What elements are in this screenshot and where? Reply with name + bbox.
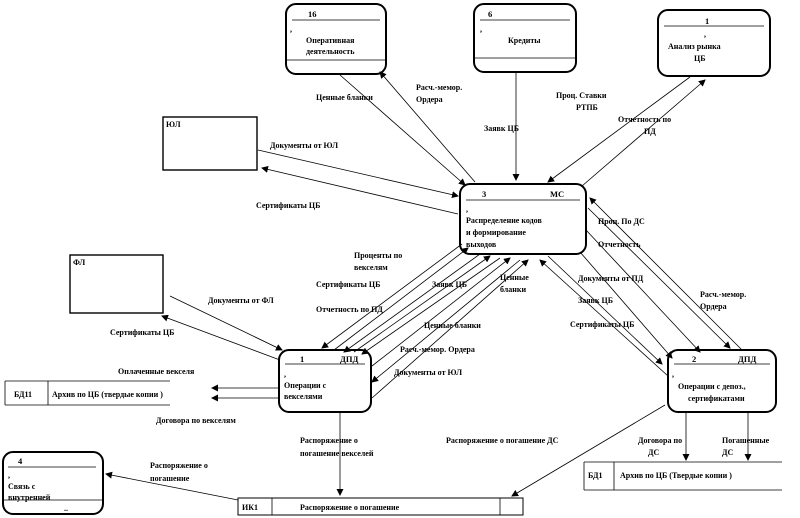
process-internal-link[interactable]: 4 , Связь с внутренней ..	[2, 451, 104, 515]
process-label-line: сертификатами	[688, 394, 745, 403]
flow-lines	[105, 71, 752, 501]
flow-label: Документы от ФЛ	[208, 296, 274, 305]
process-label-line: Кредиты	[508, 36, 541, 45]
flow-label: бланки	[500, 285, 527, 294]
process-number: 3	[482, 189, 486, 199]
flow-label: Отчетность по	[618, 115, 671, 124]
process-number: 6	[488, 9, 492, 19]
flow-label: Заявк ЦБ	[484, 124, 519, 133]
process-marker: ,	[672, 370, 674, 379]
entity-label: ФЛ	[73, 258, 85, 267]
flow-label: ДС	[722, 448, 734, 457]
flow-label: Погашенные	[722, 436, 770, 445]
flow-labels: Ценные бланки Расч.-мемор. Ордера Заявк …	[110, 83, 770, 483]
process-number: 1	[300, 354, 304, 364]
flow-label: Ценные	[500, 273, 529, 282]
flow-label: Заявк ЦБ	[432, 280, 467, 289]
process-label-line: выходов	[466, 240, 497, 249]
flow-label: Сертификаты ЦБ	[256, 201, 320, 210]
process-label-line: и формирование	[466, 228, 526, 237]
flow-label: Ценные бланки	[424, 321, 481, 330]
process-number: 1	[705, 16, 709, 26]
flow-label: Договора по векселям	[156, 416, 236, 425]
store-name: Архив по ЦБ (Твердые копии )	[620, 471, 732, 480]
flow-label: Распоряжение о	[150, 461, 208, 470]
process-label-line: деятельность	[306, 47, 355, 56]
store-id: ИК1	[242, 503, 258, 512]
flow-label: Расч.-мемор. Ордера	[400, 345, 475, 354]
entity-individual[interactable]: ФЛ	[69, 254, 164, 314]
process-marker: ,	[704, 30, 706, 39]
process-label-line: внутренней	[8, 493, 51, 502]
process-number: 2	[692, 354, 696, 364]
process-label-line: Оперативная	[306, 36, 355, 45]
flow-label: Проц. По ДС	[598, 217, 645, 226]
flow-label: Расч.-мемор.	[416, 83, 462, 92]
flow-label: Документы от ЮЛ	[394, 368, 462, 377]
store-name: Распоряжение о погашение	[300, 503, 400, 512]
entity-label: ЮЛ	[166, 120, 181, 129]
entity-legal-entity[interactable]: ЮЛ	[162, 116, 258, 171]
process-distribution[interactable]: 3 МС , Распределение кодов и формировани…	[459, 183, 587, 255]
process-bill-operations[interactable]: 1 ДПД , Операции с векселями	[278, 349, 372, 413]
flow-label: Договора по	[638, 436, 682, 445]
flow-label: Сертификаты ЦБ	[110, 328, 174, 337]
process-marker: ,	[466, 205, 468, 214]
process-label-line: Операции с депоз.,	[678, 382, 746, 391]
store-id: БД11	[14, 390, 32, 399]
process-label-line: Анализ рынка	[668, 42, 721, 51]
store-id: БД1	[588, 471, 603, 480]
flow-label: Распоряжение о	[300, 436, 358, 445]
process-marker: ,	[8, 471, 10, 480]
process-code: МС	[550, 189, 564, 199]
flow-label: Отчетность по ПД	[316, 305, 383, 314]
process-label-line: Связь с	[8, 482, 36, 491]
process-marker: ,	[284, 370, 286, 379]
process-operational-activity[interactable]: 16 , Оперативная деятельность	[285, 3, 387, 75]
flow-label: Ордера	[416, 95, 443, 104]
process-number: 16	[308, 9, 317, 19]
store-name: Архив по ЦБ (твердые копии )	[52, 390, 163, 399]
flow-label: Ценные бланки	[316, 93, 373, 102]
flow-label: Документы от ПД	[578, 274, 644, 283]
process-market-analysis[interactable]: 1 , Анализ рынка ЦБ	[657, 9, 771, 77]
process-marker: ,	[290, 25, 292, 34]
store-ik1[interactable]: ИК1 Распоряжение о погашение	[237, 497, 524, 516]
flow-label: ПД	[644, 127, 656, 136]
flow-label: векселям	[354, 263, 388, 272]
process-label-line: Распределение кодов	[466, 216, 542, 225]
process-deposit-operations[interactable]: 2 ДПД , Операции с депоз., сертификатами	[667, 349, 777, 413]
store-bd11[interactable]: БД11 Архив по ЦБ (твердые копии )	[4, 380, 170, 406]
store-bd1[interactable]: БД1 Архив по ЦБ (Твердые копии )	[583, 461, 782, 491]
flow-label: Оплаченные векселя	[118, 367, 195, 376]
process-marker: ..	[64, 504, 68, 513]
flow-label: погашение	[150, 474, 190, 483]
process-credits[interactable]: 6 , Кредиты	[473, 3, 577, 73]
flow-label: Ордера	[700, 302, 727, 311]
process-label-line: Операции с	[284, 381, 327, 390]
process-label-line: векселями	[284, 392, 323, 401]
flow-label: Сертификаты ЦБ	[570, 320, 634, 329]
flow-label: Документы от ЮЛ	[270, 141, 338, 150]
flow-label: Отчетность	[598, 240, 641, 249]
flow-label: Сертификаты ЦБ	[316, 280, 380, 289]
flow-label: Проц. Ставки	[556, 91, 607, 100]
flow-label: Проценты по	[354, 251, 402, 260]
flow-label: РТПБ	[576, 103, 598, 112]
flow-label: Заявк ЦБ	[578, 296, 613, 305]
process-code: ДПД	[738, 354, 756, 364]
process-label-line: ЦБ	[694, 54, 706, 63]
flow-label: ДС	[648, 448, 660, 457]
process-code: ДПД	[340, 354, 358, 364]
flow-label: Расч.-мемор.	[700, 290, 746, 299]
process-marker: ,	[480, 25, 482, 34]
process-number: 4	[18, 456, 23, 466]
flow-label: Распоряжение о погашение ДС	[446, 436, 559, 445]
flow-label: погашение векселей	[300, 449, 374, 458]
